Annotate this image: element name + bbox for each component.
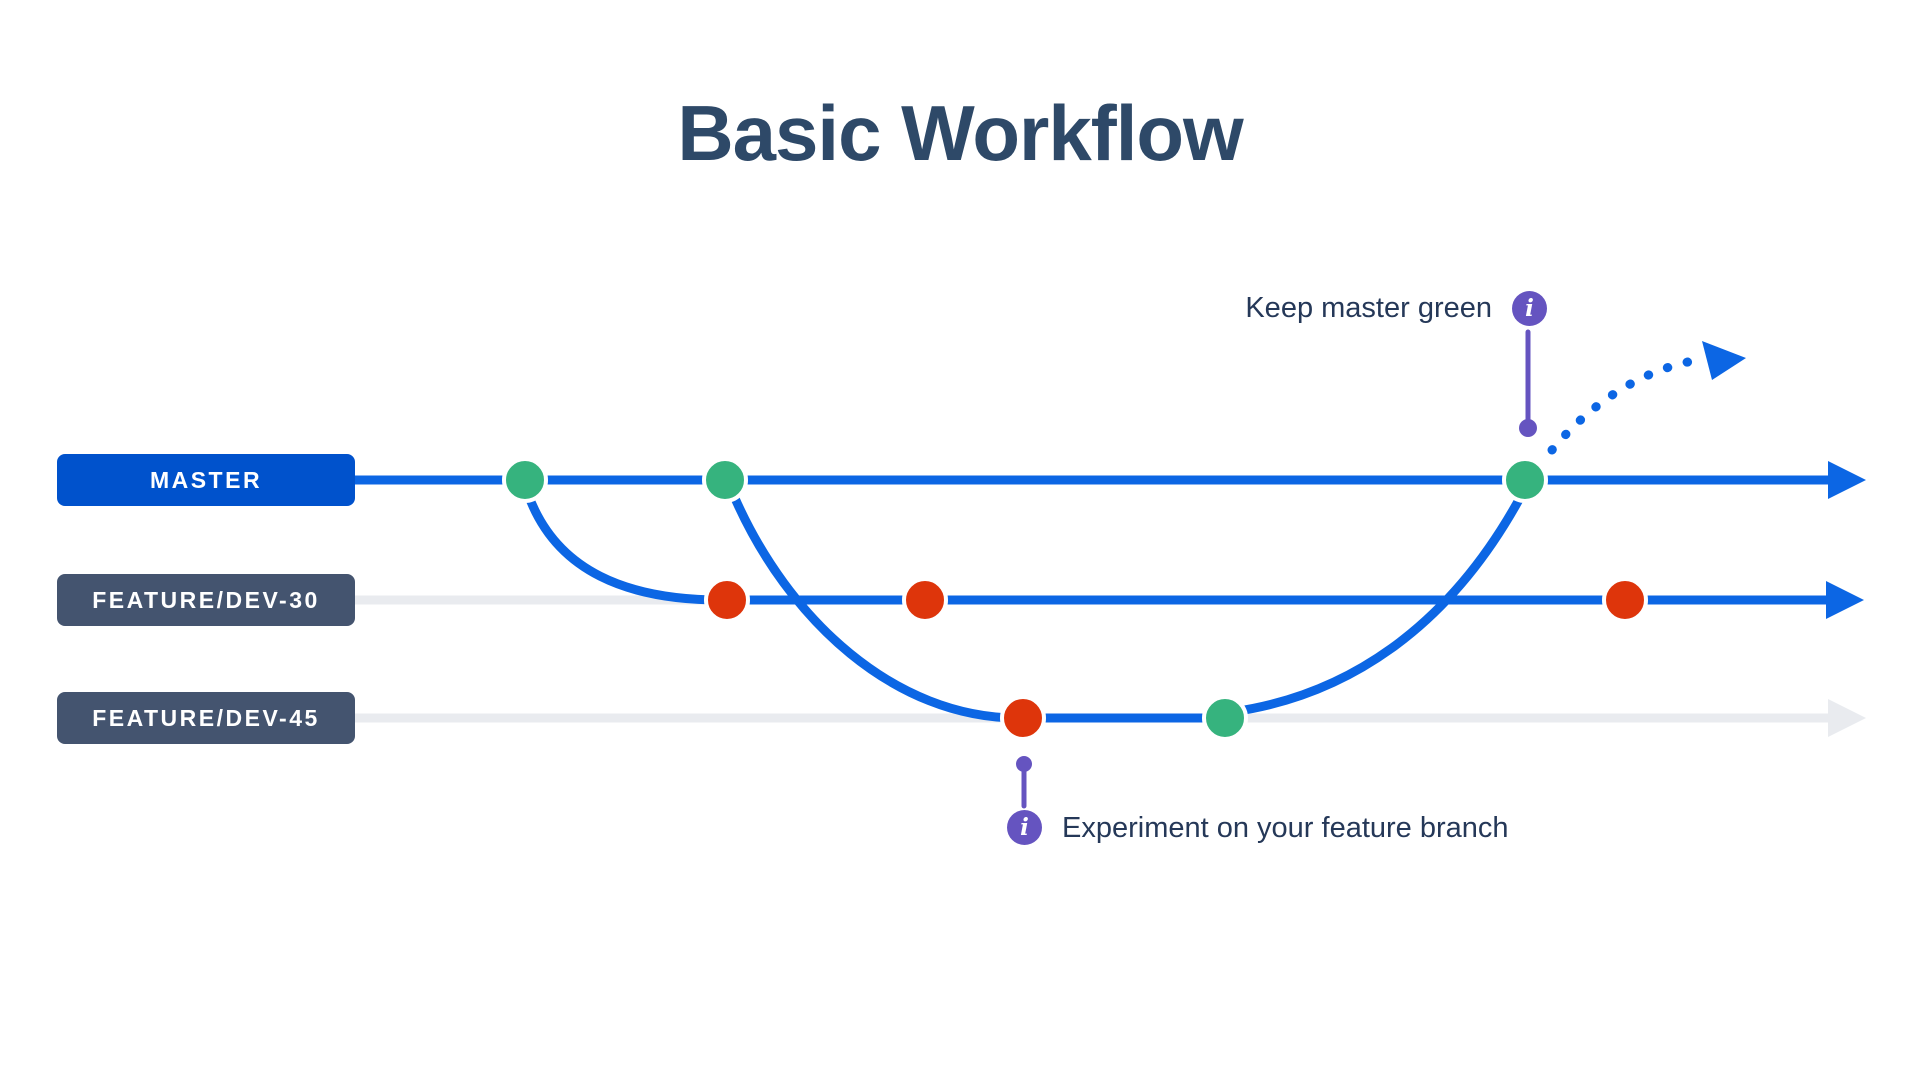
branch-label-feature-dev-30: FEATURE/DEV-30 [57,574,355,626]
experiment-stem-dot [1016,756,1032,772]
keep-master-stem-dot [1519,419,1537,437]
annotation-keep-master-green: Keep master green [1245,292,1492,324]
commit-dots [502,457,1648,741]
annotation-experiment-feature-branch: Experiment on your feature branch [1062,812,1509,844]
merge-curve-dev45-to-master [1227,491,1526,717]
master-arrowhead-icon [1828,461,1866,499]
commit-dot-green [702,457,748,503]
page-title: Basic Workflow [677,89,1243,177]
future-dotted-arc [1547,354,1710,455]
branch-label-feature-dev-45: FEATURE/DEV-45 [57,692,355,744]
info-icon-glyph: i [1525,295,1534,322]
commit-dot-green [502,457,548,503]
commit-dot-green [1502,457,1548,503]
branch-curve-dev30 [523,489,727,605]
branch-label-master-text: MASTER [149,466,263,493]
info-icon: i [1007,810,1042,845]
dev30-arrowhead-icon [1826,581,1864,619]
commit-dot-red [1602,577,1648,623]
commit-dot-green [1202,695,1248,741]
info-icon: i [1512,291,1547,326]
commit-dot-red [704,577,750,623]
branch-label-master: MASTER [57,454,355,506]
commit-dot-red [1000,695,1046,741]
commit-dot-red [902,577,948,623]
dev45-arrowhead-icon [1828,699,1866,737]
branch-label-dev45-text: FEATURE/DEV-45 [92,704,320,731]
info-icon-glyph: i [1020,814,1029,841]
branch-label-dev30-text: FEATURE/DEV-30 [92,586,320,613]
branch-curve-dev45 [729,491,1023,723]
dotted-arrowhead-icon [1702,341,1746,380]
